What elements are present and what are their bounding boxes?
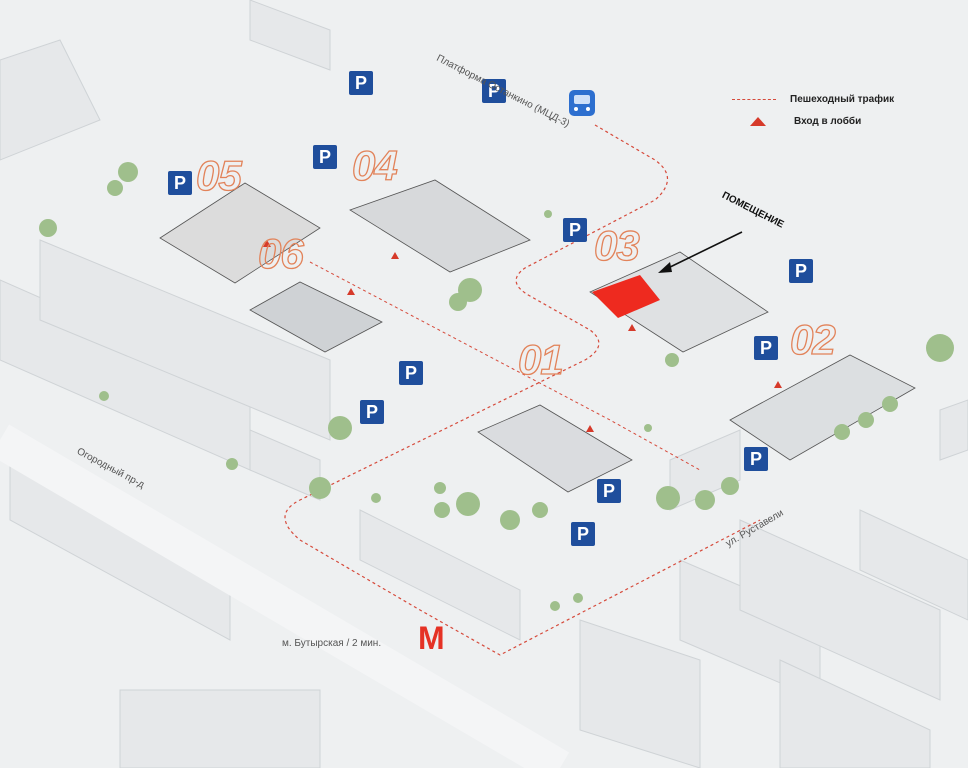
legend-row-traffic: Пешеходный трафик: [732, 88, 894, 110]
parking-icon[interactable]: P: [399, 361, 423, 385]
building-number-05: 05: [195, 151, 242, 199]
building-number-04: 04: [351, 141, 398, 189]
building-05-plan: [159, 182, 321, 284]
legend: Пешеходный трафик Вход в лобби: [732, 88, 894, 132]
lobby-entrance-icon: [750, 116, 766, 126]
building-number-01: 01: [517, 335, 564, 383]
building-01-plan: [477, 404, 633, 493]
building-number-02: 02: [789, 315, 836, 363]
lobby-entrance-icon: [263, 240, 782, 432]
legend-traffic-label: Пешеходный трафик: [790, 93, 895, 105]
building-number-06: 06: [257, 229, 304, 277]
train-icon[interactable]: [569, 90, 595, 116]
parking-icon[interactable]: P: [168, 171, 192, 195]
parking-icon[interactable]: P: [754, 336, 778, 360]
parking-icon[interactable]: P: [563, 218, 587, 242]
building-02-plan: [729, 354, 916, 461]
trees: [39, 162, 954, 611]
building-04-plan: [349, 179, 531, 273]
building-06-plan: [249, 281, 383, 353]
parking-icon[interactable]: P: [349, 71, 373, 95]
metro-icon[interactable]: M: [418, 620, 445, 656]
legend-entrance-label: Вход в лобби: [794, 115, 862, 127]
parking-icon[interactable]: P: [597, 479, 621, 503]
building-number-03: 03: [593, 221, 640, 269]
arrow-icon: [663, 231, 743, 271]
pedestrian-route: [284, 124, 761, 656]
metro-label: м. Бутырская / 2 мин.: [282, 638, 382, 649]
parking-icon[interactable]: P: [789, 259, 813, 283]
parking-icon[interactable]: P: [313, 145, 337, 169]
parking-icon[interactable]: P: [571, 522, 595, 546]
parking-icon[interactable]: P: [360, 400, 384, 424]
premises-highlight: [592, 275, 660, 318]
parking-icon[interactable]: P: [744, 447, 768, 471]
road: [0, 424, 570, 768]
parking-icon[interactable]: P: [482, 79, 506, 103]
legend-row-entrance: Вход в лобби: [732, 110, 894, 132]
dashed-line-icon: [732, 98, 776, 100]
